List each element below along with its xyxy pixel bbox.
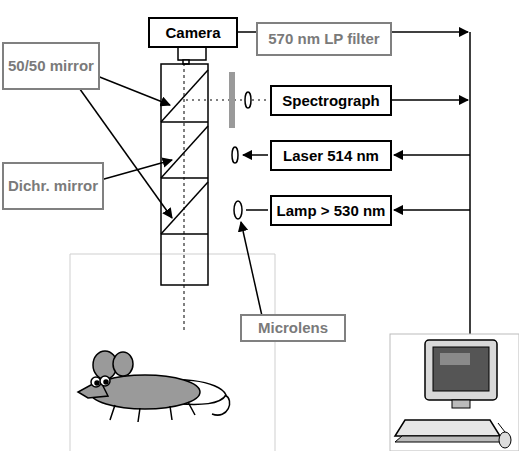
emission-path <box>186 99 268 101</box>
control-wires <box>238 32 470 335</box>
box-label: Lamp > 530 nm <box>277 202 386 219</box>
device-box: Spectrograph <box>270 85 392 116</box>
callout-box: 570 nm LP filter <box>256 22 392 56</box>
box-label: Spectrograph <box>282 92 380 109</box>
device-box: Camera <box>148 17 238 48</box>
laser-arrow <box>243 154 268 156</box>
optical-column <box>161 40 208 285</box>
lp-filter <box>229 72 235 128</box>
region-outline <box>70 254 275 451</box>
callout-box: 50/50 mirror <box>2 42 100 90</box>
leader-line <box>241 222 262 316</box>
device-box: Lamp > 530 nm <box>270 195 392 226</box>
lens <box>245 92 251 108</box>
device-box: Laser 514 nm <box>270 140 392 171</box>
callout-box: Dichr. mirror <box>2 162 104 210</box>
box-label: 570 nm LP filter <box>268 30 379 47</box>
computer <box>390 334 519 451</box>
box-label: Laser 514 nm <box>283 147 379 164</box>
callout-box: Microlens <box>240 314 346 342</box>
light-beam <box>183 50 185 330</box>
mouse-illustration <box>78 351 230 422</box>
box-label: Camera <box>165 24 220 41</box>
microlens <box>234 201 242 219</box>
box-label: Dichr. mirror <box>8 177 98 194</box>
lens <box>232 147 238 163</box>
lamp-line <box>246 209 268 211</box>
box-label: 50/50 mirror <box>8 57 94 74</box>
box-label: Microlens <box>258 319 328 336</box>
